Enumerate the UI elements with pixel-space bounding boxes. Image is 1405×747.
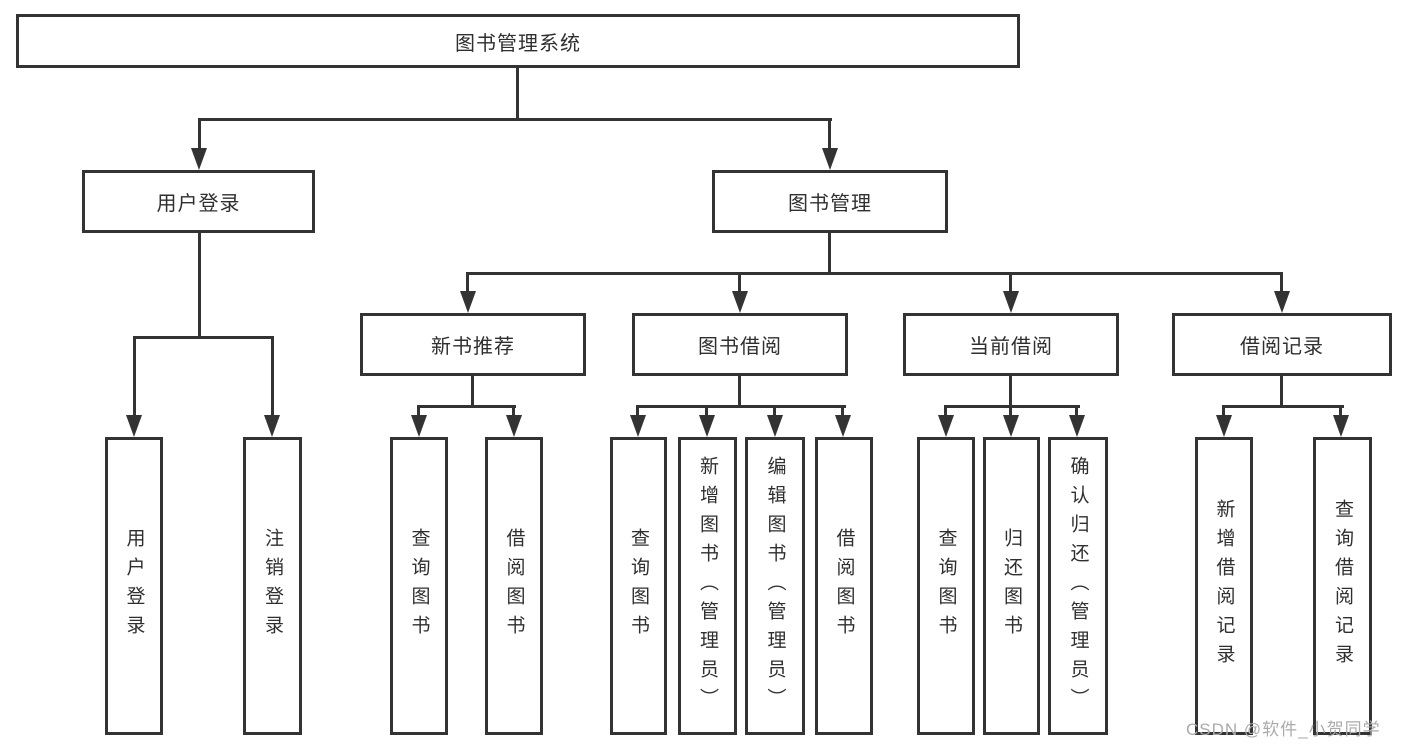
arrow-down-icon <box>1216 415 1232 437</box>
leaf-query-book-2: 查询图书 <box>610 437 667 735</box>
leaf-query-borrow-record: 查询借阅记录 <box>1313 437 1372 735</box>
arrow-down-icon <box>1003 415 1019 437</box>
arrow-down-icon <box>630 415 646 437</box>
connector-line <box>271 338 274 417</box>
connector-line <box>636 405 846 408</box>
connector-line <box>471 374 474 407</box>
arrow-down-icon <box>699 415 715 437</box>
leaf-add-borrow-record: 新增借阅记录 <box>1195 437 1253 735</box>
leaf-confirm-return-admin: 确认归还（管理员） <box>1048 437 1108 735</box>
connector-line <box>1339 407 1342 417</box>
connector-line <box>133 338 136 417</box>
leaf-user-login: 用户登录 <box>105 437 163 735</box>
arrow-down-icon <box>822 148 838 170</box>
connector-line <box>417 407 420 417</box>
arrow-down-icon <box>1069 415 1085 437</box>
arrow-down-icon <box>126 415 142 437</box>
connector-line <box>466 272 1283 275</box>
node-current-borrow: 当前借阅 <box>903 313 1119 376</box>
arrow-down-icon <box>767 415 783 437</box>
leaf-return-book: 归还图书 <box>983 437 1040 735</box>
leaf-edit-book-admin: 编辑图书（管理员） <box>745 437 805 735</box>
leaf-add-book-admin: 新增图书（管理员） <box>678 437 737 735</box>
connector-line <box>1009 274 1012 293</box>
arrow-down-icon <box>938 415 954 437</box>
connector-line <box>636 407 639 417</box>
connector-line <box>828 233 831 274</box>
connector-line <box>512 407 515 417</box>
connector-line <box>1280 274 1283 293</box>
connector-line <box>466 274 469 293</box>
arrow-down-icon <box>411 415 427 437</box>
connector-line <box>828 120 831 150</box>
connector-line <box>738 374 741 407</box>
connector-line <box>1009 407 1012 417</box>
node-book-borrow: 图书借阅 <box>632 313 848 376</box>
node-book-management: 图书管理 <box>712 170 948 233</box>
connector-line <box>198 233 201 338</box>
arrow-down-icon <box>732 291 748 313</box>
connector-line <box>841 407 844 417</box>
leaf-logout: 注销登录 <box>243 437 302 735</box>
connector-line <box>133 336 274 339</box>
connector-line <box>198 118 832 121</box>
connector-line <box>773 407 776 417</box>
arrow-down-icon <box>191 148 207 170</box>
node-user-login: 用户登录 <box>82 170 315 233</box>
connector-line <box>198 120 201 150</box>
arrow-down-icon <box>1274 291 1290 313</box>
connector-line <box>1222 407 1225 417</box>
arrow-down-icon <box>264 415 280 437</box>
leaf-borrow-book-1: 借阅图书 <box>485 437 543 735</box>
connector-line <box>944 407 947 417</box>
connector-line <box>1222 405 1344 408</box>
leaf-borrow-book-2: 借阅图书 <box>815 437 873 735</box>
connector-line <box>738 274 741 293</box>
leaf-query-book-1: 查询图书 <box>390 437 448 735</box>
leaf-query-book-3: 查询图书 <box>917 437 975 735</box>
node-new-book-recommend: 新书推荐 <box>360 313 586 376</box>
connector-line <box>944 405 1080 408</box>
connector-line <box>1009 374 1012 407</box>
arrow-down-icon <box>506 415 522 437</box>
connector-line <box>417 405 516 408</box>
arrow-down-icon <box>1003 291 1019 313</box>
connector-line <box>1075 407 1078 417</box>
node-system-root: 图书管理系统 <box>16 14 1020 68</box>
arrow-down-icon <box>1333 415 1349 437</box>
arrow-down-icon <box>835 415 851 437</box>
arrow-down-icon <box>460 291 476 313</box>
connector-line <box>516 68 519 120</box>
node-borrow-record: 借阅记录 <box>1172 313 1392 376</box>
connector-line <box>705 407 708 417</box>
connector-line <box>1280 374 1283 407</box>
csdn-watermark: CSDN @软件_小贺同学 <box>1186 720 1381 739</box>
